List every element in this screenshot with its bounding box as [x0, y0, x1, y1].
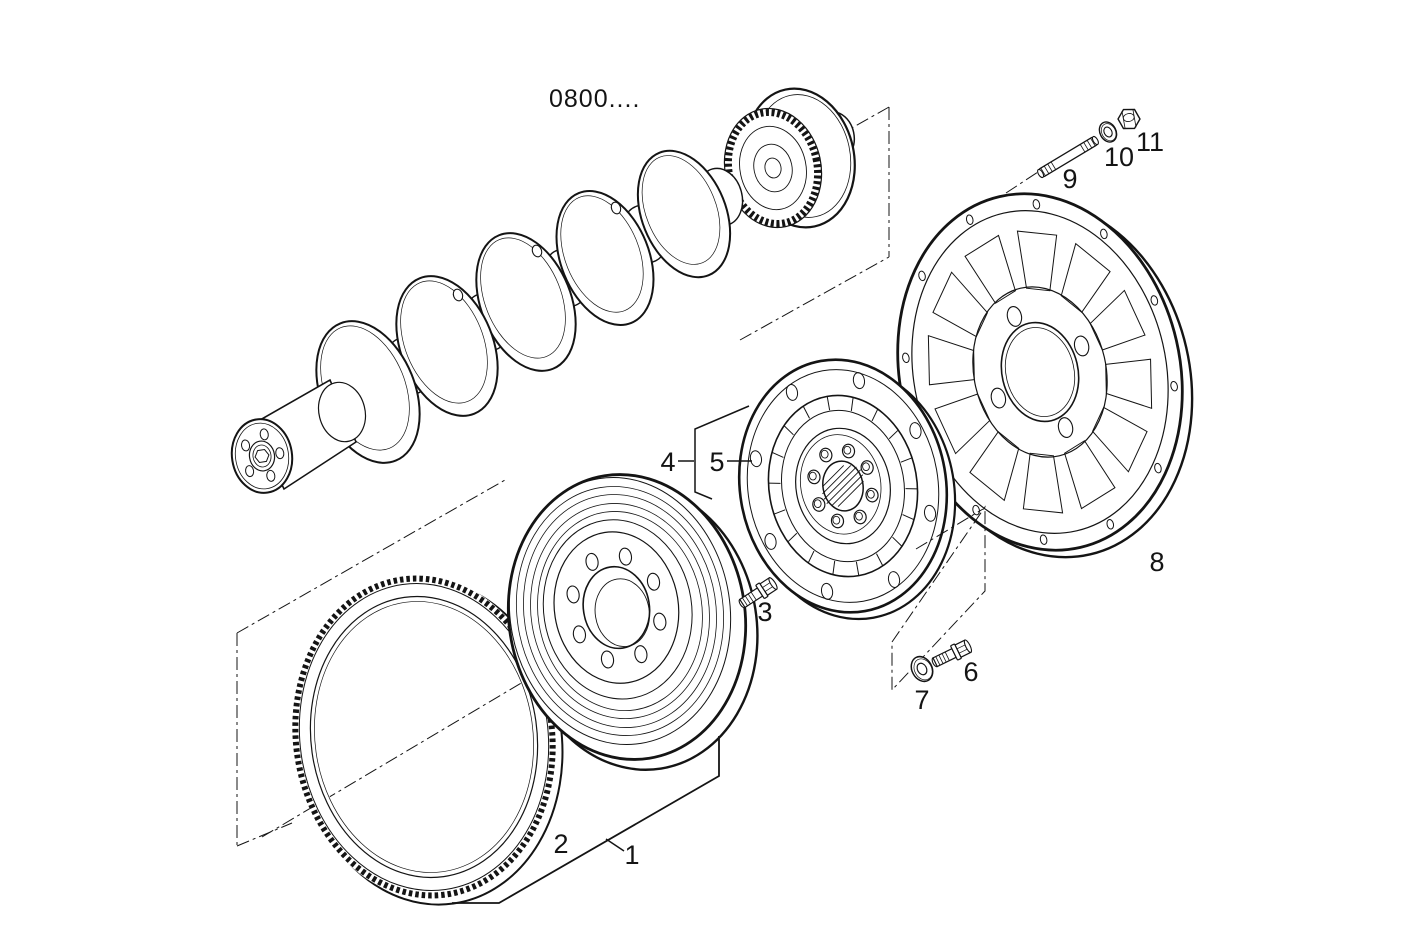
callout-1-leader: [605, 838, 625, 852]
damper-hub-bolts: [807, 443, 879, 529]
reference-code-label: 0800....: [549, 85, 640, 113]
drive-plate-windows: [927, 230, 1153, 514]
callout-4-bracket: [694, 405, 750, 500]
bolt-3-drawing: [738, 577, 778, 609]
flywheel-center-bore: [582, 565, 651, 650]
damper-spline-bore: [822, 460, 864, 512]
flywheel-bolt-holes: [566, 547, 667, 669]
bolt-6-drawing: [931, 639, 973, 668]
phantom-left-stub: [236, 822, 293, 847]
part-callout-5: 5: [709, 447, 724, 477]
drive-plate-drawing: [896, 192, 1194, 559]
part-callout-4: 4: [660, 447, 675, 477]
damper-flange-holes: [749, 372, 937, 600]
crankshaft-nose-flange: [230, 418, 294, 494]
leader-lines: [452, 405, 752, 904]
part-callout-8: 8: [1149, 547, 1164, 577]
part-callout-1: 1: [624, 840, 639, 870]
part-callout-11: 11: [1136, 127, 1164, 157]
pin-oil-hole: [610, 201, 622, 215]
part-callout-9: 9: [1062, 164, 1077, 194]
nut-drawing: [1117, 108, 1141, 130]
part-callout-7: 7: [914, 685, 929, 715]
drive-plate-center-hole: [1000, 321, 1080, 423]
stud-leader-line: [1005, 169, 1042, 194]
damper-to-box-leader: [915, 508, 984, 550]
damper-segments: [768, 396, 918, 576]
pin-oil-hole: [531, 244, 543, 258]
stud-threads: [1040, 138, 1096, 176]
bolt-washer-phantom-box: [891, 505, 986, 692]
flywheel-rim-rings: [508, 477, 732, 745]
crankshaft-drawing: [230, 87, 856, 494]
stud-drawing: [1037, 135, 1099, 179]
flywheel-drawing: [506, 473, 759, 771]
pin-oil-hole: [452, 288, 464, 302]
part-callout-2: 2: [553, 829, 568, 859]
spline-hatch: [822, 465, 864, 507]
phantom-long-line-left: [236, 479, 506, 634]
callout-1-group-line: [452, 736, 720, 904]
drive-plate-rim-holes: [902, 199, 1178, 545]
washer-10-drawing: [1098, 121, 1118, 143]
part-callout-3: 3: [757, 597, 772, 627]
damper-drawing: [737, 358, 957, 621]
washer-7-drawing: [910, 655, 934, 683]
part-callout-6: 6: [963, 657, 978, 687]
phantom-right-stub: [849, 106, 890, 130]
phantom-long-line-right: [739, 256, 890, 341]
phantom-lines: [236, 106, 1042, 847]
part-callout-10: 10: [1104, 142, 1134, 172]
crankshaft-counterweights: [315, 149, 732, 464]
nose-hex: [254, 448, 270, 464]
